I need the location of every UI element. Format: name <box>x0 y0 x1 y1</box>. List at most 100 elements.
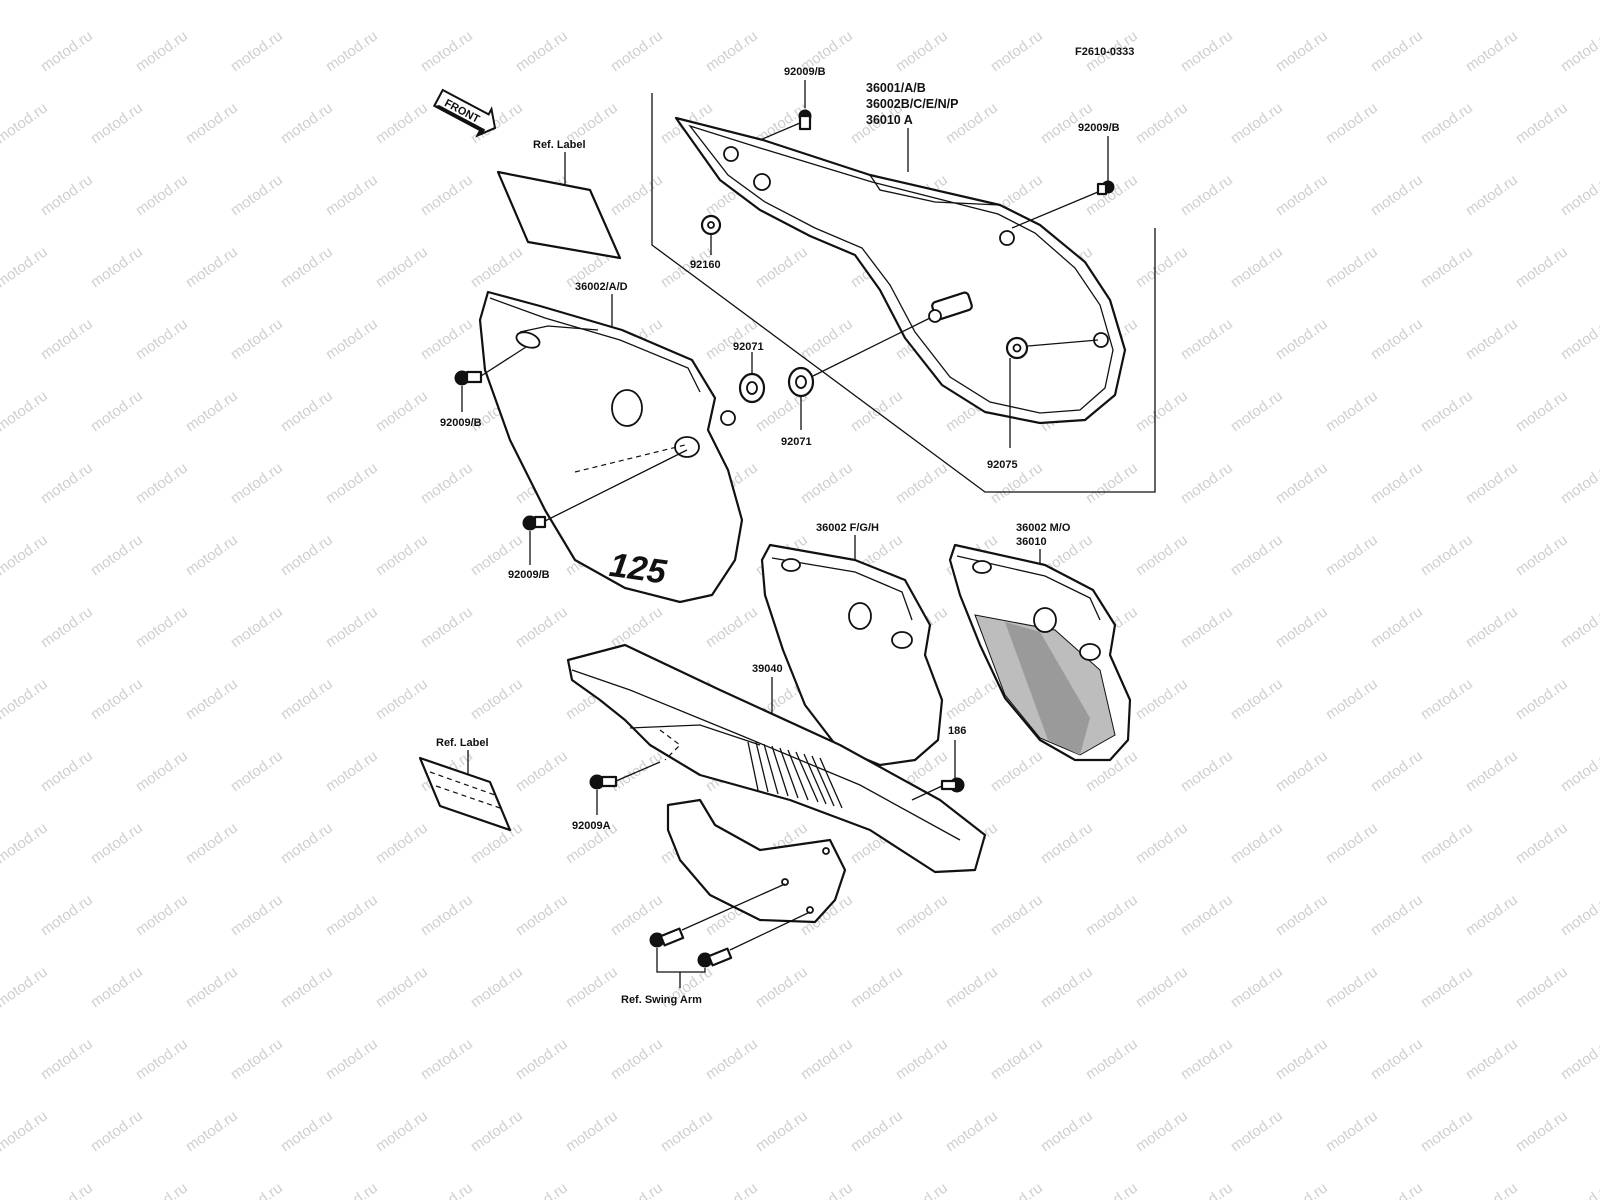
watermark-text: motod.ru <box>513 27 571 75</box>
watermark-text: motod.ru <box>943 0 1001 3</box>
watermark-text: motod.ru <box>1558 747 1600 795</box>
watermark-text: motod.ru <box>0 99 51 147</box>
watermark-text: motod.ru <box>1323 0 1381 3</box>
watermark-text: motod.ru <box>1178 603 1236 651</box>
watermark-text: motod.ru <box>703 1035 761 1083</box>
watermark-text: motod.ru <box>1273 603 1331 651</box>
watermark-text: motod.ru <box>608 747 666 795</box>
watermark-text: motod.ru <box>1513 1107 1571 1155</box>
chain-guard-label: 39040 <box>752 663 783 675</box>
watermark-text: motod.ru <box>608 171 666 219</box>
watermark-text: motod.ru <box>1323 819 1381 867</box>
watermark-text: motod.ru <box>798 1179 856 1200</box>
watermark-text: motod.ru <box>658 0 716 3</box>
watermark-text: motod.ru <box>1228 387 1286 435</box>
watermark-text: motod.ru <box>38 1035 96 1083</box>
watermark-text: motod.ru <box>1133 531 1191 579</box>
swing-arm-bolt-lower-icon <box>697 911 811 968</box>
ref-label-top: Ref. Label <box>533 139 586 151</box>
watermark-text: motod.ru <box>1513 963 1571 1011</box>
grommet-right-label: 92071 <box>781 436 812 448</box>
watermark-text: motod.ru <box>893 27 951 75</box>
watermark-text: motod.ru <box>513 603 571 651</box>
watermark-text: motod.ru <box>88 243 146 291</box>
watermark-text: motod.ru <box>753 0 811 3</box>
watermark-text: motod.ru <box>183 0 241 3</box>
watermark-text: motod.ru <box>468 963 526 1011</box>
left-cover-label: 36002/A/D <box>575 281 628 293</box>
grommet-left-label: 92071 <box>733 341 764 353</box>
watermark-text: motod.ru <box>0 603 1 651</box>
watermark-text: motod.ru <box>323 747 381 795</box>
watermark-text: motod.ru <box>418 891 476 939</box>
watermark-text: motod.ru <box>1513 0 1571 3</box>
watermark-text: motod.ru <box>278 0 336 3</box>
watermark-text: motod.ru <box>1368 891 1426 939</box>
watermark-text: motod.ru <box>0 819 51 867</box>
watermark-text: motod.ru <box>373 1107 431 1155</box>
watermark-text: motod.ru <box>1273 459 1331 507</box>
watermark-text: motod.ru <box>38 171 96 219</box>
watermark-text: motod.ru <box>1558 315 1600 363</box>
watermark-text: motod.ru <box>1273 27 1331 75</box>
watermark-text: motod.ru <box>1463 603 1521 651</box>
bolt-92009a-label: 92009A <box>572 820 611 832</box>
watermark-text: motod.ru <box>373 243 431 291</box>
watermark-text: motod.ru <box>1038 963 1096 1011</box>
watermark-text: motod.ru <box>373 531 431 579</box>
watermark-text: motod.ru <box>608 891 666 939</box>
watermark-text: motod.ru <box>1368 27 1426 75</box>
watermark-text: motod.ru <box>228 315 286 363</box>
watermark-text: motod.ru <box>753 1107 811 1155</box>
swing-arm-bracket <box>656 948 706 973</box>
watermark-text: motod.ru <box>278 819 336 867</box>
watermark-text: motod.ru <box>418 603 476 651</box>
bolt-top-center-icon <box>759 80 812 141</box>
watermark-text: motod.ru <box>848 0 906 3</box>
watermark-text: motod.ru <box>798 459 856 507</box>
watermark-text: motod.ru <box>513 747 571 795</box>
watermark-text: motod.ru <box>1323 531 1381 579</box>
watermark-text: motod.ru <box>228 747 286 795</box>
watermark-text: motod.ru <box>1083 891 1141 939</box>
watermark-text: motod.ru <box>608 1179 666 1200</box>
watermark-text: motod.ru <box>373 99 431 147</box>
watermark-text: motod.ru <box>1558 1035 1600 1083</box>
watermark-text: motod.ru <box>228 459 286 507</box>
watermark-text: motod.ru <box>38 27 96 75</box>
watermark-text: motod.ru <box>1368 747 1426 795</box>
watermark-text: motod.ru <box>38 1179 96 1200</box>
watermark-text: motod.ru <box>278 243 336 291</box>
watermark-text: motod.ru <box>943 1107 1001 1155</box>
watermark-text: motod.ru <box>1558 459 1600 507</box>
watermark-text: motod.ru <box>1558 171 1600 219</box>
watermark-text: motod.ru <box>183 531 241 579</box>
watermark-text: motod.ru <box>278 1107 336 1155</box>
watermark-text: motod.ru <box>278 99 336 147</box>
watermark-text: motod.ru <box>988 747 1046 795</box>
watermark-text: motod.ru <box>1513 243 1571 291</box>
bolt-left-upper-icon <box>454 346 527 412</box>
cover-mo-label-1: 36002 M/O <box>1016 522 1071 534</box>
watermark-text: motod.ru <box>1368 171 1426 219</box>
watermark-text: motod.ru <box>1323 1107 1381 1155</box>
watermark-text: motod.ru <box>848 1107 906 1155</box>
watermark-text: motod.ru <box>1178 171 1236 219</box>
watermark-text: motod.ru <box>0 963 51 1011</box>
watermark-text: motod.ru <box>1513 675 1571 723</box>
nut-92075-icon <box>1005 336 1099 448</box>
watermark-text: motod.ru <box>1228 675 1286 723</box>
watermark-text: motod.ru <box>1463 459 1521 507</box>
bolt-left-upper-label: 92009/B <box>440 417 482 429</box>
watermark-text: motod.ru <box>278 963 336 1011</box>
watermark-text: motod.ru <box>323 603 381 651</box>
watermark-text: motod.ru <box>278 675 336 723</box>
watermark-text: motod.ru <box>183 963 241 1011</box>
watermark-text: motod.ru <box>1463 315 1521 363</box>
watermark-text: motod.ru <box>1323 963 1381 1011</box>
watermark-text: motod.ru <box>798 1035 856 1083</box>
cover-number-125: 125 <box>607 546 670 592</box>
watermark-text: motod.ru <box>1463 27 1521 75</box>
watermark-text: motod.ru <box>563 963 621 1011</box>
